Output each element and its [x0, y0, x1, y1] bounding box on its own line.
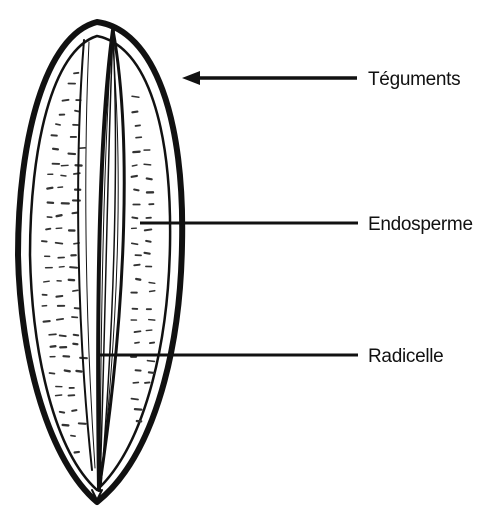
embryo-axis — [78, 30, 124, 500]
label-radicelle: Radicelle — [368, 346, 443, 367]
label-teguments: Téguments — [368, 69, 460, 90]
leader-teguments — [182, 71, 357, 85]
label-endosperme: Endosperme — [368, 214, 473, 235]
